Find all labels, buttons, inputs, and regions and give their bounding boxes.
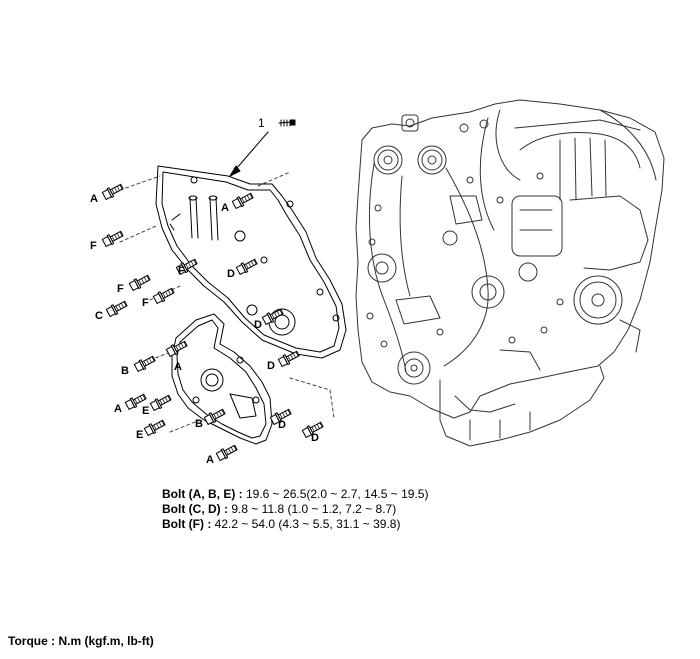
bolt-label-e: E bbox=[136, 429, 144, 441]
bolt-icon bbox=[269, 408, 292, 426]
bolts-layer bbox=[101, 183, 324, 462]
bolt-label-d: D bbox=[311, 432, 319, 444]
bolt-icon bbox=[215, 444, 238, 462]
bolt-label-a: A bbox=[174, 361, 182, 373]
bolt-label-a: A bbox=[221, 202, 229, 214]
bolt-label-e: E bbox=[142, 405, 150, 417]
bolt-label-d: D bbox=[267, 360, 275, 372]
bolt-label-b: B bbox=[195, 418, 203, 430]
bolt-icon bbox=[149, 394, 172, 412]
torque-spec-cd-value: 9.8 ~ 11.8 (1.0 ~ 1.2, 7.2 ~ 8.7) bbox=[227, 502, 397, 516]
bolt-icon bbox=[203, 408, 226, 426]
screw-1-icon bbox=[278, 119, 296, 127]
torque-spec-abe-label: Bolt (A, B, E) : bbox=[162, 487, 243, 501]
torque-spec-abe: Bolt (A, B, E) : 19.6 ~ 26.5(2.0 ~ 2.7, … bbox=[162, 487, 428, 501]
bolt-icon bbox=[235, 258, 258, 276]
bolt-label-a: A bbox=[90, 193, 98, 205]
lower-cover-outline bbox=[171, 313, 273, 445]
torque-spec-f-value: 42.2 ~ 54.0 (4.3 ~ 5.5, 31.1 ~ 39.8) bbox=[211, 517, 401, 531]
torque-spec-f-label: Bolt (F) : bbox=[162, 517, 212, 531]
exploded-view-drawing bbox=[101, 99, 665, 462]
bolt-icon bbox=[143, 419, 166, 437]
bolt-label-f: F bbox=[178, 265, 185, 277]
torque-unit-note: Torque : N.m (kgf.m, lb-ft) bbox=[8, 634, 154, 648]
bolt-icon bbox=[101, 230, 124, 248]
bolt-icon bbox=[231, 192, 254, 210]
bolt-icon bbox=[175, 258, 198, 276]
bolt-label-d: D bbox=[227, 268, 235, 280]
bolt-label-d: D bbox=[278, 419, 286, 431]
callout-arrow bbox=[229, 131, 269, 177]
bolt-label-f: F bbox=[117, 283, 124, 295]
bolt-label-a: A bbox=[206, 454, 214, 466]
torque-spec-cd: Bolt (C, D) : 9.8 ~ 11.8 (1.0 ~ 1.2, 7.2… bbox=[162, 502, 396, 516]
bolt-icon bbox=[152, 287, 175, 305]
bolt-icon bbox=[101, 183, 124, 201]
timing-cover-diagram: 1 A A F F F C F D D B D A A E E B D D A bbox=[90, 99, 665, 466]
bolt-label-a: A bbox=[114, 403, 122, 415]
torque-spec-cd-label: Bolt (C, D) : bbox=[162, 502, 228, 516]
bolt-label-f: F bbox=[142, 297, 149, 309]
bolt-icon bbox=[165, 340, 188, 358]
bolt-label-b: B bbox=[121, 365, 129, 377]
callout-number: 1 bbox=[258, 116, 265, 130]
bolt-icon bbox=[105, 300, 128, 318]
bolt-label-f: F bbox=[90, 240, 97, 252]
torque-spec-f: Bolt (F) : 42.2 ~ 54.0 (4.3 ~ 5.5, 31.1 … bbox=[162, 517, 400, 531]
bolt-label-d: D bbox=[254, 319, 262, 331]
bolt-icon bbox=[301, 421, 324, 439]
bolt-label-c: C bbox=[95, 310, 103, 322]
engine-block-drawing bbox=[355, 99, 665, 447]
torque-spec-abe-value: 19.6 ~ 26.5(2.0 ~ 2.7, 14.5 ~ 19.5) bbox=[242, 487, 429, 501]
bolt-icon bbox=[133, 355, 156, 373]
bolt-icon bbox=[277, 350, 300, 368]
bolt-icon bbox=[124, 393, 147, 411]
bolt-icon bbox=[128, 274, 151, 292]
bolt-icon bbox=[261, 308, 284, 326]
